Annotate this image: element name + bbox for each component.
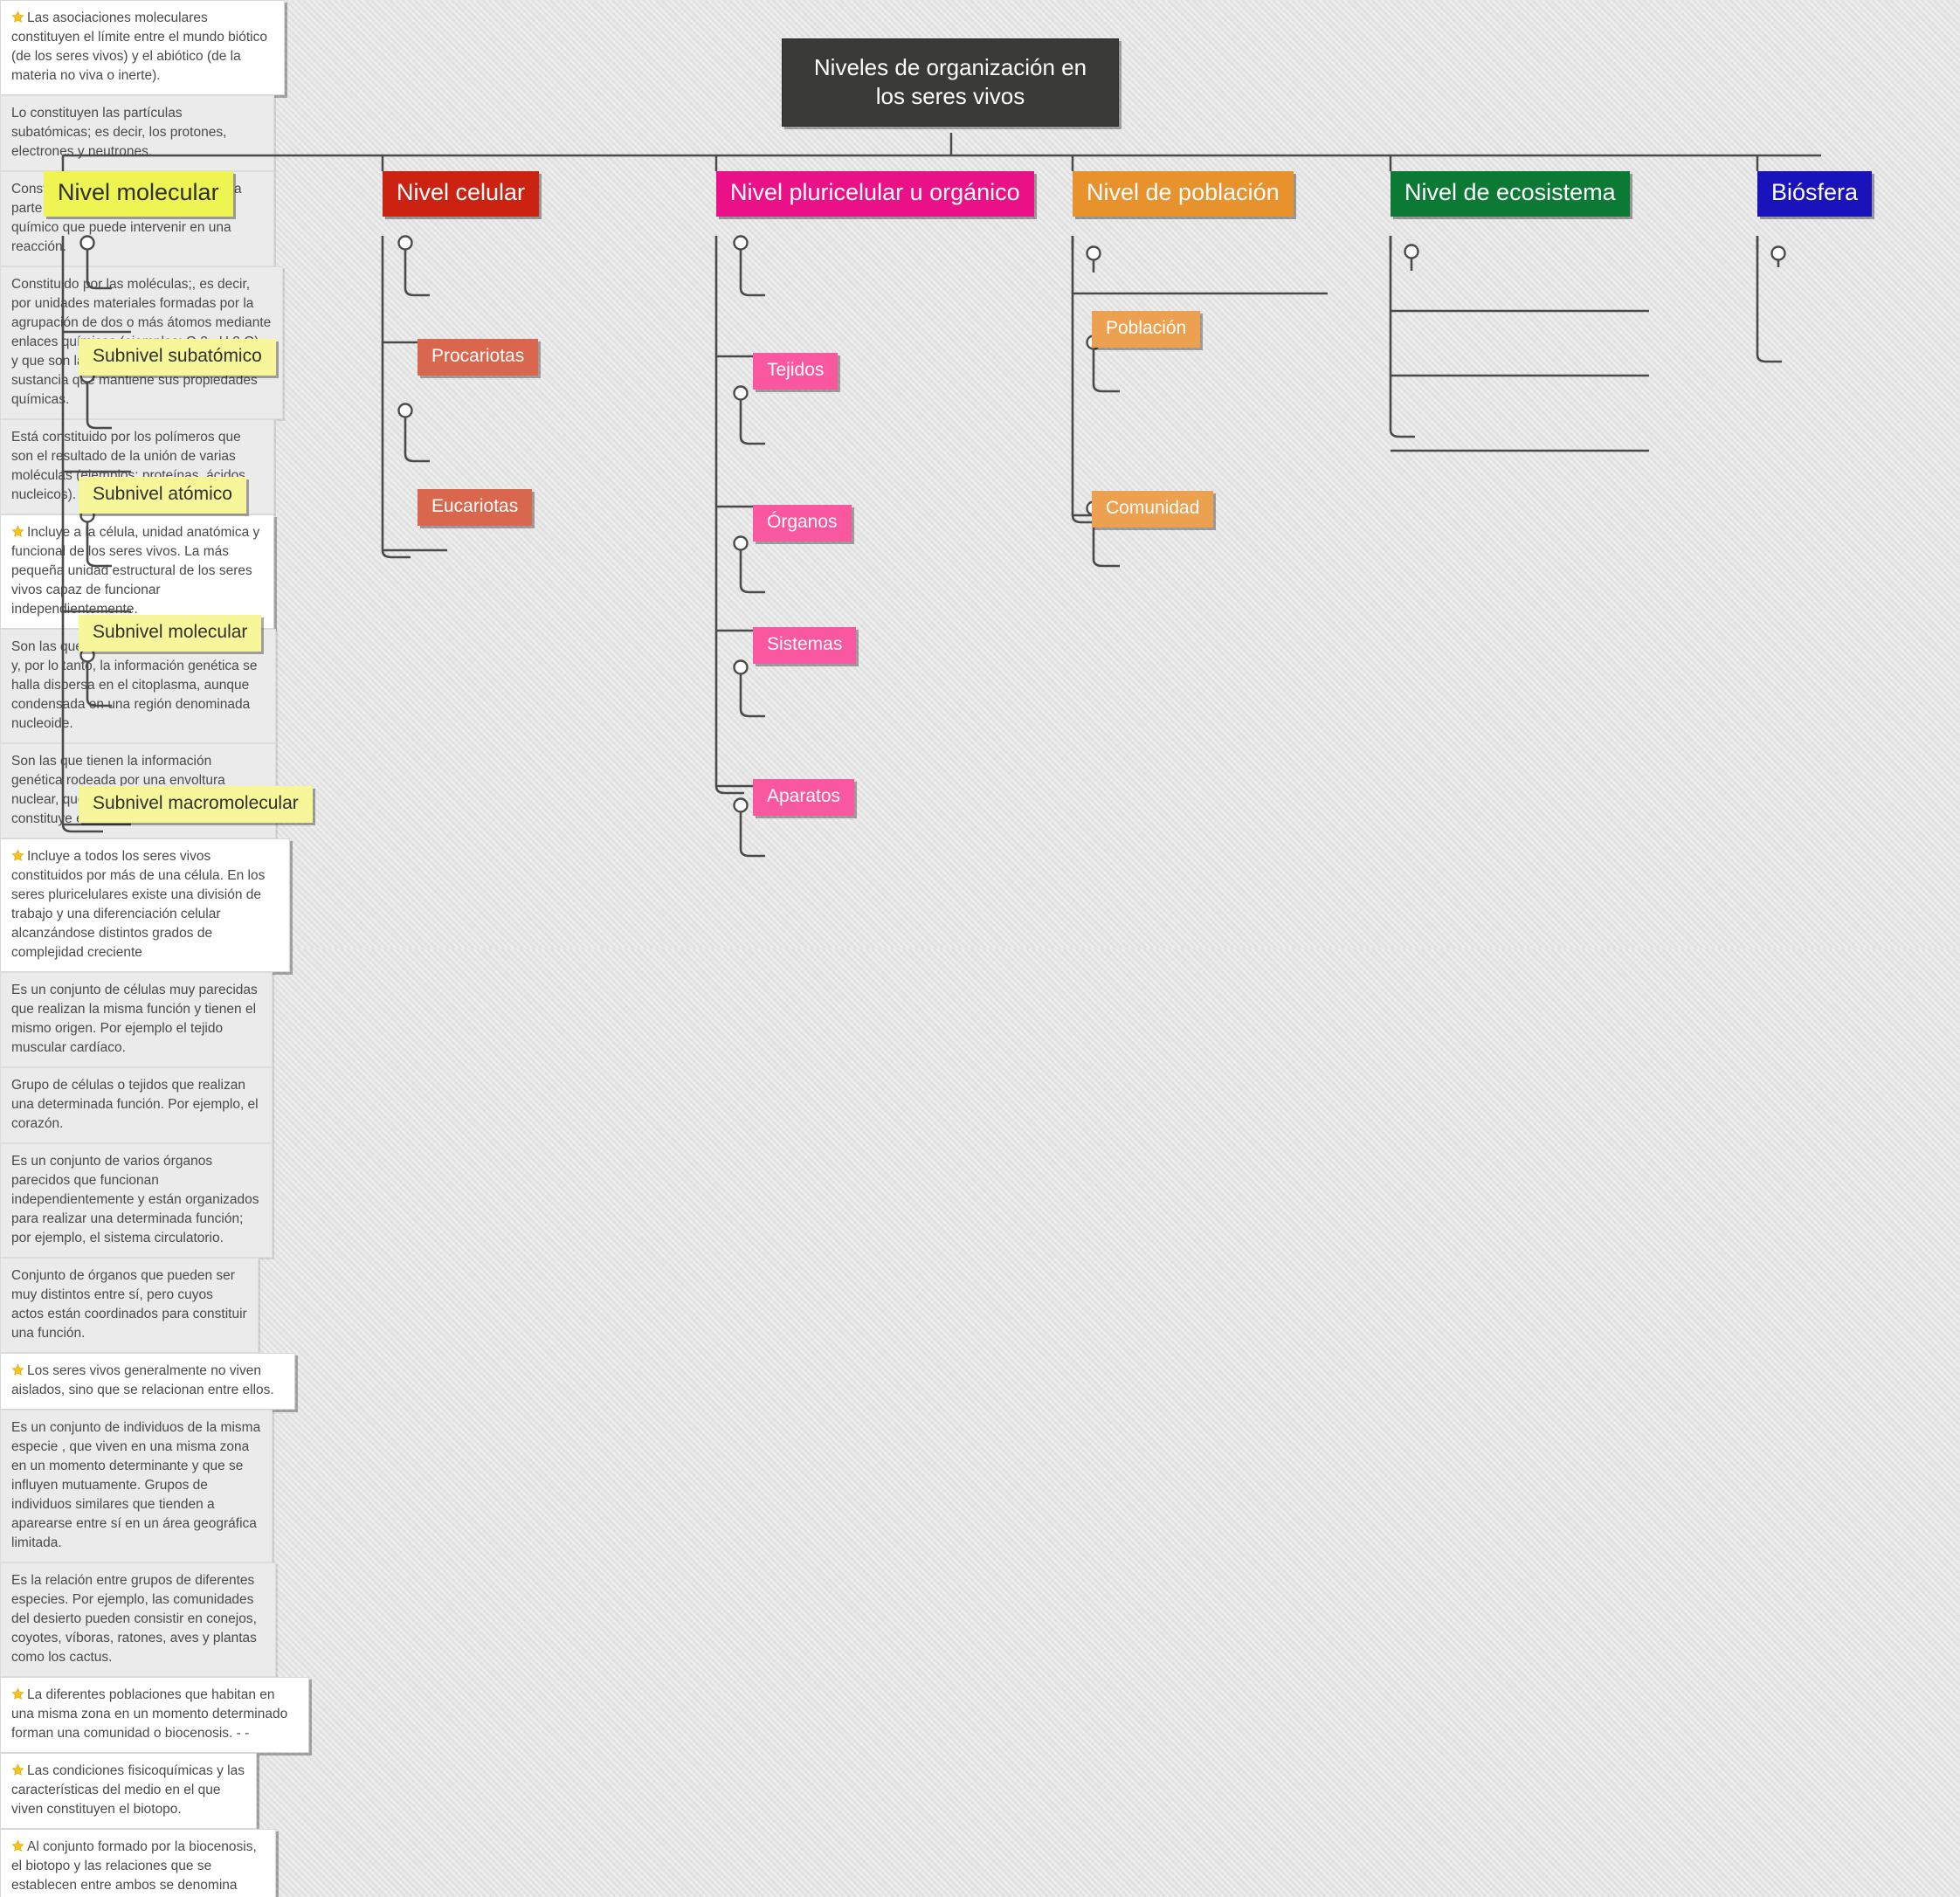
chip-subnivel-atomico[interactable]: Subnivel atómico [79,477,246,514]
note-poblacion: Es un conjunto de individuos de la misma… [0,1410,273,1562]
branch-header-molecular[interactable]: Nivel molecular [44,171,233,217]
star-icon [11,10,27,25]
branch-header-poblacion[interactable]: Nivel de población [1073,171,1294,217]
star-icon [11,1687,27,1702]
note-poblacion-intro: Los seres vivos generalmente no viven ai… [0,1353,295,1410]
star-icon [11,1363,27,1378]
note-tejidos: Es un conjunto de células muy parecidas … [0,972,273,1067]
chip-subnivel-macromolecular[interactable]: Subnivel macromolecular [79,786,313,824]
branch-header-celular[interactable]: Nivel celular [383,171,540,217]
note-ecosistema-definicion: Al conjunto formado por la biocenosis, e… [0,1829,276,1897]
chip-tejidos[interactable]: Tejidos [753,353,839,390]
chip-comunidad[interactable]: Comunidad [1092,491,1214,528]
chip-sistemas[interactable]: Sistemas [753,627,857,665]
chip-procariotas[interactable]: Procariotas [418,339,539,376]
branch-header-ecosistema[interactable]: Nivel de ecosistema [1391,171,1630,217]
note-aparatos: Conjunto de órganos que pueden ser muy d… [0,1258,259,1353]
star-icon [11,525,27,540]
chip-organos[interactable]: Órganos [753,505,852,542]
note-pluricelular-intro: Incluye a todos los seres vivos constitu… [0,838,290,972]
note-subnivel-subatomico: Lo constituyen las partículas subatómica… [0,95,274,171]
star-icon [11,849,27,864]
chip-subnivel-molecular[interactable]: Subnivel molecular [79,615,262,652]
root-node[interactable]: Niveles de organización en los seres viv… [782,38,1119,127]
note-celular-intro: Incluye a la célula, unidad anatómica y … [0,514,274,629]
chip-poblacion[interactable]: Población [1092,311,1201,348]
note-molecular-intro: Las asociaciones moleculares constituyen… [0,0,285,95]
note-sistemas: Es un conjunto de varios órganos parecid… [0,1143,273,1258]
note-ecosistema-intro: La diferentes poblaciones que habitan en… [0,1677,309,1753]
branch-header-biosfera[interactable]: Biósfera [1757,171,1873,217]
chip-eucariotas[interactable]: Eucariotas [418,489,533,527]
note-ecosistema-biotopo: Las condiciones fisicoquímicas y las car… [0,1753,257,1829]
note-comunidad: Es la relación entre grupos de diferente… [0,1562,276,1677]
note-organos: Grupo de células o tejidos que realizan … [0,1067,273,1143]
star-icon [11,1763,27,1778]
branch-header-pluricelular[interactable]: Nivel pluricelular u orgánico [716,171,1034,217]
star-icon [11,1839,27,1854]
chip-subnivel-subatomico[interactable]: Subnivel subatómico [79,339,276,376]
chip-aparatos[interactable]: Aparatos [753,779,855,817]
